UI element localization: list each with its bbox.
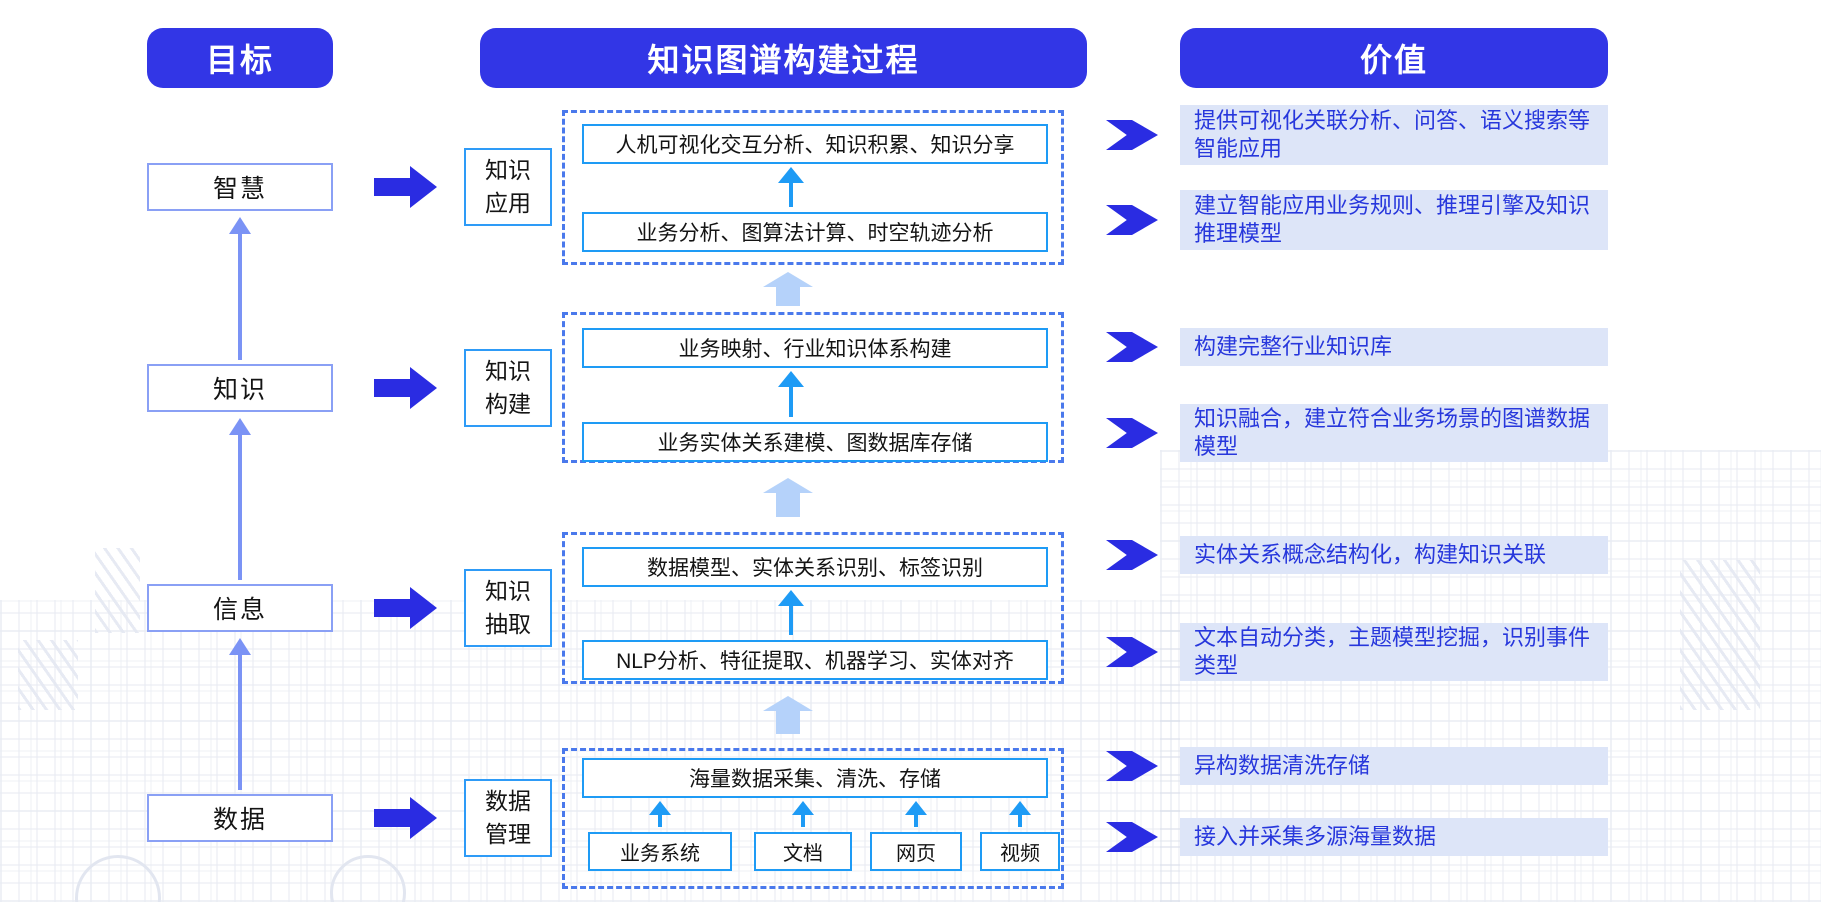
process-box: 海量数据采集、清洗、存储 [582, 758, 1048, 798]
up-arrow-icon [229, 418, 251, 580]
pale-up-arrow-icon [763, 696, 813, 734]
stage-box-knowledge-application: 知识 应用 [464, 148, 552, 226]
process-box: NLP分析、特征提取、机器学习、实体对齐 [582, 640, 1048, 680]
stage-box-data-management: 数据 管理 [464, 779, 552, 857]
goal-box-information: 信息 [147, 584, 333, 632]
goal-column-header: 目标 [147, 28, 333, 88]
pale-up-arrow-icon [763, 478, 813, 517]
up-arrow-icon [778, 371, 804, 419]
chevron-right-icon [1106, 205, 1158, 235]
deco-hatch [18, 640, 78, 710]
up-arrow-icon [229, 217, 251, 360]
source-box-webpage: 网页 [870, 832, 962, 871]
source-box-business-system: 业务系统 [588, 832, 732, 871]
source-box-document: 文档 [754, 832, 852, 871]
source-box-video: 视频 [980, 832, 1060, 871]
up-arrow-icon [1009, 801, 1031, 829]
goal-box-data: 数据 [147, 794, 333, 842]
value-item: 文本自动分类，主题模型挖掘，识别事件类型 [1180, 623, 1608, 681]
process-column-header: 知识图谱构建过程 [480, 28, 1087, 88]
value-item: 接入并采集多源海量数据 [1180, 818, 1608, 856]
pale-up-arrow-icon [763, 272, 813, 306]
stage-box-knowledge-extraction: 知识 抽取 [464, 569, 552, 647]
flow-arrow-right-icon [374, 166, 438, 208]
process-box: 业务实体关系建模、图数据库存储 [582, 422, 1048, 462]
deco-hatch [1680, 560, 1760, 710]
value-item: 建立智能应用业务规则、推理引擎及知识推理模型 [1180, 190, 1608, 250]
group-knowledge-extraction [562, 532, 1064, 684]
up-arrow-icon [778, 590, 804, 637]
process-box: 业务分析、图算法计算、时空轨迹分析 [582, 212, 1048, 252]
flow-arrow-right-icon [374, 797, 438, 839]
group-knowledge-application [562, 110, 1064, 265]
up-arrow-icon [229, 638, 251, 790]
up-arrow-icon [778, 167, 804, 209]
value-column-header: 价值 [1180, 28, 1608, 88]
value-item: 异构数据清洗存储 [1180, 747, 1608, 785]
chevron-right-icon [1106, 332, 1158, 362]
stage-box-knowledge-construction: 知识 构建 [464, 349, 552, 427]
value-item: 实体关系概念结构化，构建知识关联 [1180, 536, 1608, 574]
chevron-right-icon [1106, 540, 1158, 570]
chevron-right-icon [1106, 120, 1158, 150]
goal-box-wisdom: 智慧 [147, 163, 333, 211]
process-box: 人机可视化交互分析、知识积累、知识分享 [582, 124, 1048, 164]
flow-arrow-right-icon [374, 587, 438, 629]
up-arrow-icon [905, 801, 927, 829]
up-arrow-icon [792, 801, 814, 829]
process-box: 数据模型、实体关系识别、标签识别 [582, 547, 1048, 587]
up-arrow-icon [649, 801, 671, 829]
deco-hatch [95, 548, 140, 633]
chevron-right-icon [1106, 418, 1158, 448]
process-box: 业务映射、行业知识体系构建 [582, 328, 1048, 368]
value-item: 构建完整行业知识库 [1180, 328, 1608, 366]
value-item: 提供可视化关联分析、问答、语义搜索等智能应用 [1180, 105, 1608, 165]
group-data-management [562, 748, 1064, 889]
goal-box-knowledge: 知识 [147, 364, 333, 412]
value-item: 知识融合，建立符合业务场景的图谱数据模型 [1180, 404, 1608, 462]
flow-arrow-right-icon [374, 367, 438, 409]
